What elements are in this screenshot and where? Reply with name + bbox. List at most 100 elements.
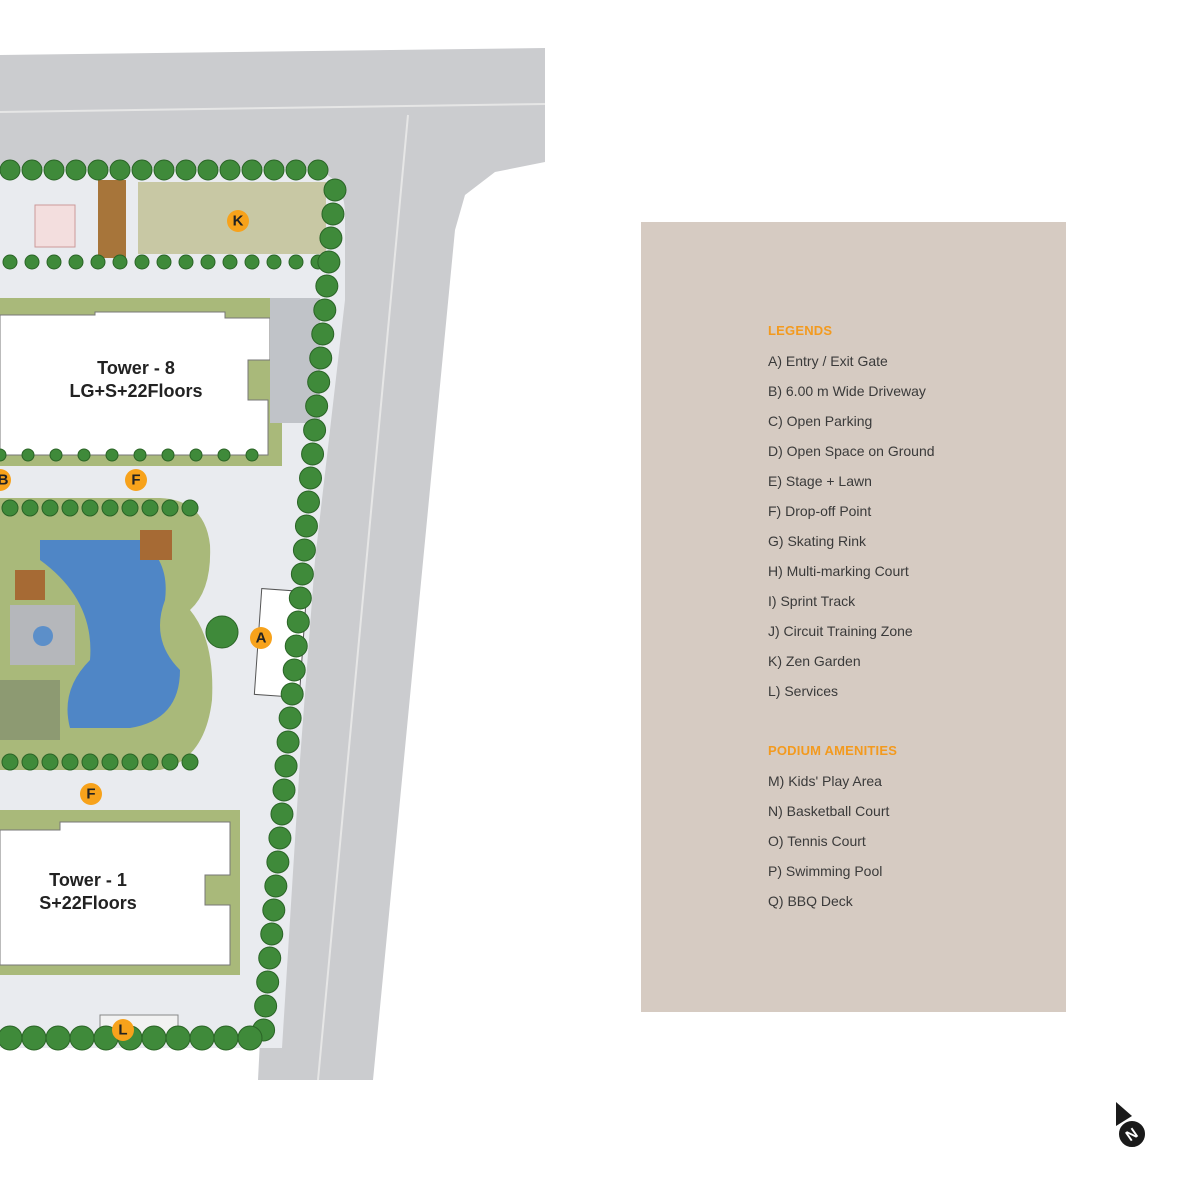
svg-text:K: K <box>233 213 244 230</box>
tree <box>21 448 35 462</box>
tree <box>262 898 286 922</box>
tree <box>256 970 280 994</box>
tree <box>141 753 159 771</box>
tree <box>131 159 153 181</box>
kids-play-area <box>15 570 45 600</box>
north-arrow-icon: N <box>1116 1102 1147 1149</box>
tree <box>101 499 119 517</box>
tree <box>301 442 325 466</box>
podium-heading: PODIUM AMENITIES <box>768 743 898 758</box>
tree <box>222 254 238 270</box>
fountain <box>33 626 53 646</box>
tree <box>270 802 294 826</box>
tree <box>274 754 298 778</box>
tree <box>178 254 194 270</box>
tree <box>0 1025 23 1051</box>
legend-item: F) Drop-off Point <box>768 503 872 519</box>
road-centerline <box>317 114 409 1081</box>
tree <box>258 946 282 970</box>
tree <box>161 499 179 517</box>
tree <box>45 1025 71 1051</box>
tree <box>0 448 7 462</box>
tree <box>43 159 65 181</box>
tree <box>105 448 119 462</box>
tree <box>121 753 139 771</box>
legend-item: B) 6.00 m Wide Driveway <box>768 383 926 399</box>
svg-text:B: B <box>0 472 9 489</box>
tree <box>292 538 316 562</box>
tree <box>141 1025 167 1051</box>
legend-item: A) Entry / Exit Gate <box>768 353 888 369</box>
tree <box>237 1025 263 1051</box>
tree <box>294 514 318 538</box>
tree <box>65 159 87 181</box>
tree <box>21 1025 47 1051</box>
tree <box>87 159 109 181</box>
legend-item: O) Tennis Court <box>768 833 866 849</box>
marker-l[interactable]: L <box>112 1019 134 1041</box>
tree <box>1 499 19 517</box>
tree <box>305 394 329 418</box>
tree <box>161 753 179 771</box>
tree <box>112 254 128 270</box>
tree <box>311 322 335 346</box>
marker-k[interactable]: K <box>227 210 249 232</box>
tree <box>276 730 300 754</box>
tree <box>189 448 203 462</box>
legend-item: H) Multi-marking Court <box>768 563 909 579</box>
tree <box>46 254 62 270</box>
tree <box>309 346 333 370</box>
tree <box>282 658 306 682</box>
tower-8-floors: LG+S+22Floors <box>69 381 202 401</box>
tree <box>317 250 341 274</box>
tree <box>241 159 263 181</box>
tree <box>303 418 327 442</box>
tree <box>313 298 337 322</box>
tree <box>81 753 99 771</box>
marker-a[interactable]: A <box>250 627 272 649</box>
marker-b[interactable]: B <box>0 469 11 491</box>
marker-f-lower[interactable]: F <box>80 783 102 805</box>
tree <box>41 499 59 517</box>
tree <box>61 753 79 771</box>
tree <box>21 753 39 771</box>
tree <box>213 1025 239 1051</box>
tree <box>245 448 259 462</box>
tree <box>290 562 314 586</box>
tree <box>101 753 119 771</box>
legend-item: D) Open Space on Ground <box>768 443 935 459</box>
legend-item: K) Zen Garden <box>768 653 861 669</box>
tree <box>307 159 329 181</box>
tree <box>24 254 40 270</box>
tree <box>181 499 199 517</box>
tree <box>278 706 302 730</box>
steps <box>0 680 60 740</box>
tree <box>1 753 19 771</box>
tower-1-name: Tower - 1 <box>49 870 127 890</box>
road-centerline <box>0 103 546 113</box>
tree <box>69 1025 95 1051</box>
tree <box>161 448 175 462</box>
tree <box>244 254 260 270</box>
tree <box>254 994 278 1018</box>
legend-item: J) Circuit Training Zone <box>768 623 913 639</box>
legend-item: I) Sprint Track <box>768 593 856 609</box>
legend-item: Q) BBQ Deck <box>768 893 853 909</box>
tree <box>21 499 39 517</box>
tree <box>153 159 175 181</box>
tree <box>280 682 304 706</box>
bbq-deck <box>140 530 172 560</box>
marker-f-upper[interactable]: F <box>125 469 147 491</box>
tree <box>181 753 199 771</box>
svg-text:A: A <box>256 630 267 647</box>
tree <box>133 448 147 462</box>
tree <box>205 615 239 649</box>
tree <box>321 202 345 226</box>
tower-8-name: Tower - 8 <box>97 358 175 378</box>
tree <box>266 254 282 270</box>
tree <box>156 254 172 270</box>
walkway <box>98 180 126 258</box>
tree <box>263 159 285 181</box>
tree <box>41 753 59 771</box>
